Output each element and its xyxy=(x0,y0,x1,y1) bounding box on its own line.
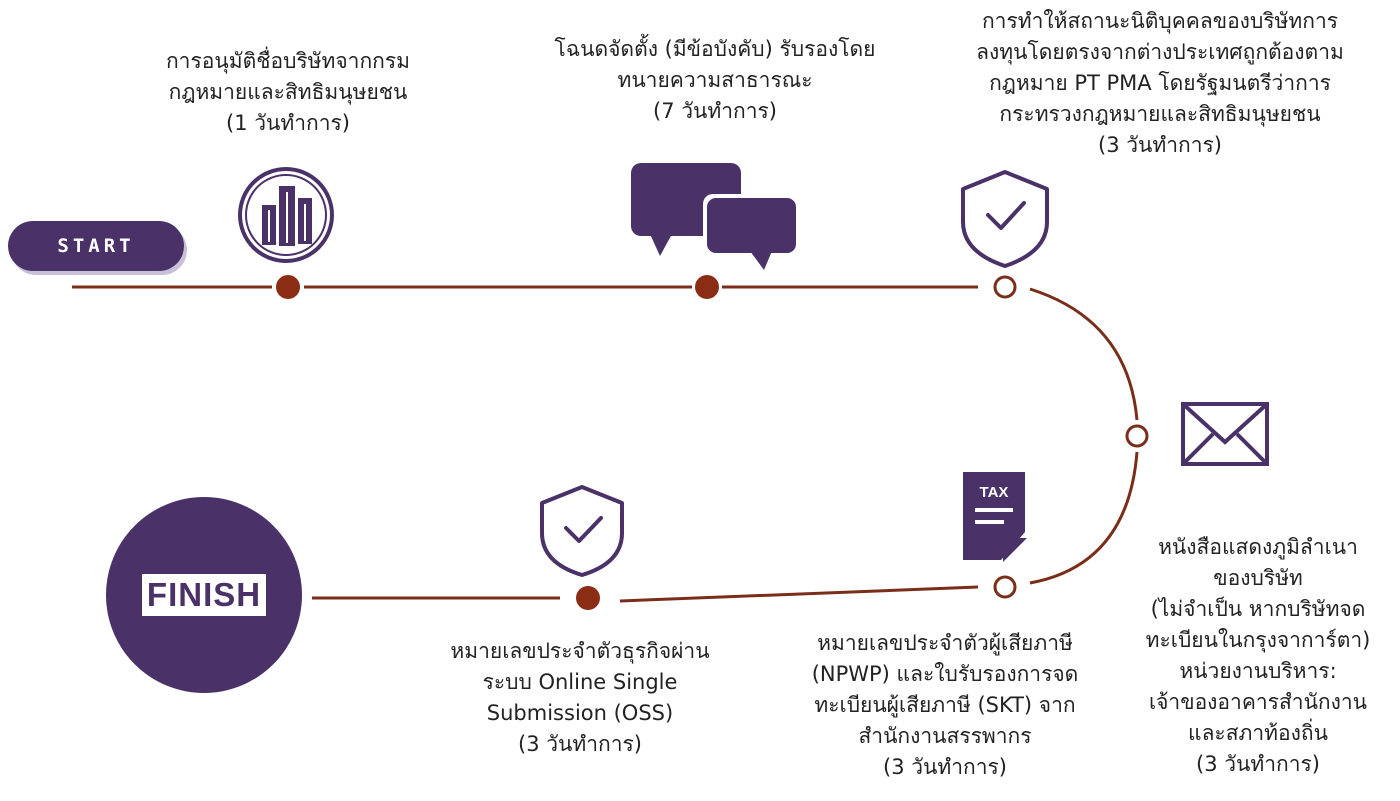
connector-line xyxy=(619,585,979,603)
step-node-5 xyxy=(993,575,1017,599)
step-5-line-3: ทะเบียนผู้เสียภาษี (SKT) จาก xyxy=(814,693,1076,717)
envelope-icon xyxy=(1181,402,1269,466)
step-5-line-2: (NPWP) และใบรับรองการจด xyxy=(811,662,1079,686)
step-1-line-2: กฎหมายและสิทธิมนุษยชน xyxy=(168,80,408,104)
step-6-line-3: Submission (OSS) xyxy=(486,701,674,725)
step-5-line-1: หมายเลขประจำตัวผู้เสียภาษี xyxy=(817,631,1073,655)
step-label-3: การทำให้สถานะนิติบุคคลของบริษัทการ ลงทุน… xyxy=(930,6,1390,161)
shield-check-icon xyxy=(961,170,1049,268)
step-3-line-1: การทำให้สถานะนิติบุคคลของบริษัทการ xyxy=(981,9,1339,33)
step-6-line-4: (3 วันทำการ) xyxy=(518,732,642,756)
tax-icon-label: TAX xyxy=(980,484,1009,501)
step-3-line-3: กฎหมาย PT PMA โดยรัฐมนตรีว่าการ xyxy=(989,71,1331,95)
step-label-1: การอนุมัติชื่อบริษัทจากกรม กฎหมายและสิทธ… xyxy=(136,46,440,139)
step-node-1 xyxy=(276,275,300,299)
step-2-line-2: ทนายความสาธารณะ xyxy=(617,68,813,92)
step-node-2 xyxy=(695,275,719,299)
step-label-4: หนังสือแสดงภูมิลำเนา ของบริษัท (ไม่จำเป็… xyxy=(1120,532,1396,780)
step-label-5: หมายเลขประจำตัวผู้เสียภาษี (NPWP) และใบร… xyxy=(780,628,1110,783)
step-5-line-5: (3 วันทำการ) xyxy=(883,755,1007,779)
connector-curve xyxy=(1029,287,1139,421)
finish-label: FINISH xyxy=(141,574,267,616)
step-node-6 xyxy=(576,586,600,610)
step-1-line-1: การอนุมัติชื่อบริษัทจากกรม xyxy=(165,49,411,73)
step-3-line-5: (3 วันทำการ) xyxy=(1098,133,1222,157)
chat-bubbles-icon xyxy=(631,163,796,270)
buildings-icon xyxy=(238,167,334,263)
connector-curve xyxy=(1029,451,1139,585)
step-4-line-3: (ไม่จำเป็น หากบริษัทจด xyxy=(1150,597,1366,621)
step-4-line-2: ของบริษัท xyxy=(1213,566,1303,590)
step-4-line-1: หนังสือแสดงภูมิลำเนา xyxy=(1158,535,1358,559)
finish-badge: FINISH xyxy=(106,497,302,693)
step-1-line-3: (1 วันทำการ) xyxy=(226,111,350,135)
step-2-line-1: โฉนดจัดตั้ง (มีข้อบังคับ) รับรองโดย xyxy=(554,37,876,61)
step-4-line-7: และสภาท้องถิ่น xyxy=(1188,721,1328,745)
start-badge: START xyxy=(8,221,184,271)
step-node-4 xyxy=(1125,424,1149,448)
start-label: START xyxy=(57,235,135,257)
step-3-line-2: ลงทุนโดยตรงจากต่างประเทศถูกต้องตาม xyxy=(976,40,1344,64)
step-2-line-3: (7 วันทำการ) xyxy=(653,99,777,123)
step-4-line-6: เจ้าของอาคารสำนักงาน xyxy=(1148,690,1368,714)
step-label-6: หมายเลขประจำตัวธุรกิจผ่าน ระบบ Online Si… xyxy=(420,636,740,760)
step-label-2: โฉนดจัดตั้ง (มีข้อบังคับ) รับรองโดย ทนาย… xyxy=(520,34,910,127)
step-6-line-2: ระบบ Online Single xyxy=(482,670,678,694)
step-4-line-5: หน่วยงานบริหาร: xyxy=(1179,659,1337,683)
step-4-line-8: (3 วันทำการ) xyxy=(1196,752,1320,776)
step-3-line-4: กระทรวงกฎหมายและสิทธิมนุษยชน xyxy=(999,102,1321,126)
step-node-3 xyxy=(993,275,1017,299)
step-5-line-4: สำนักงานสรรพากร xyxy=(858,724,1032,748)
step-6-line-1: หมายเลขประจำตัวธุรกิจผ่าน xyxy=(450,639,710,663)
shield-check-icon xyxy=(540,485,624,577)
step-4-line-4: ทะเบียนในกรุงจาการ์ตา) xyxy=(1145,628,1371,652)
tax-document-icon: TAX xyxy=(963,472,1027,562)
